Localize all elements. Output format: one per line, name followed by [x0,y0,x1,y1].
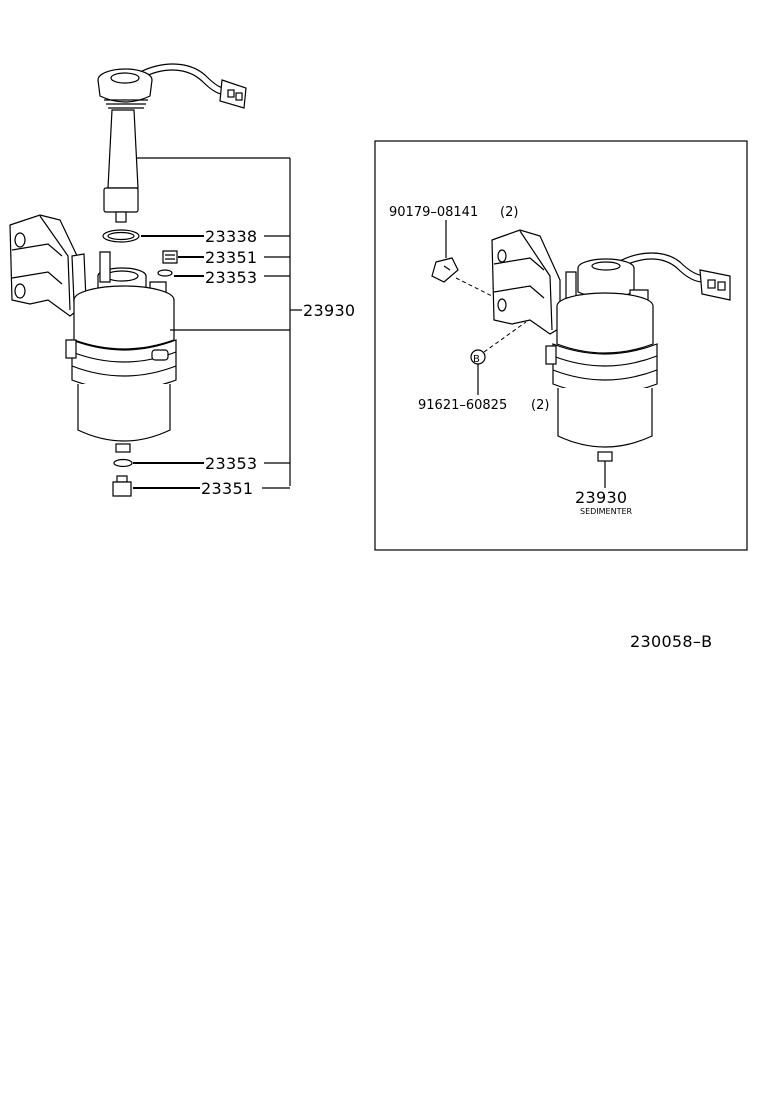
diagram-id-label: 230058–B [630,632,712,651]
inset-filter-drawing [545,252,731,488]
bolt-part-label: 90179–08141 [389,205,478,220]
bolt-dashed-path [455,277,501,301]
inset-frame [374,140,748,551]
part-label-23353-bottom: 23353 [205,454,257,473]
oring-drawing [102,229,140,243]
inset-assembly-note: SEDIMENTER [580,507,633,516]
nut-dashed-path [483,321,527,353]
nut-drawing: B [470,349,486,395]
bracket-drawing [9,214,87,317]
nut-qty-label: (2) [531,398,549,413]
main-exploded-view: 23338 23351 23353 23930 23353 23351 [9,63,355,498]
main-leader-lines [133,157,302,489]
part-label-23351-bottom: 23351 [201,479,253,498]
sensor-connector-drawing [97,63,247,223]
nut-part-label: 91621–60825 [418,398,507,413]
nut-marker: B [473,354,480,365]
part-label-23351-top: 23351 [205,248,257,267]
plug-bottom-drawing [112,475,132,497]
bolt-qty-label: (2) [500,205,518,220]
part-label-23353-top: 23353 [205,268,257,287]
inset-bracket-drawing [491,229,561,335]
gasket-top-drawing [157,269,173,277]
filter-body-drawing [65,251,177,453]
part-label-23338: 23338 [205,227,257,246]
inset-assembly-label: 23930 [575,488,627,507]
plug-top-drawing [162,250,178,264]
inset-view: B [374,140,748,551]
part-label-23930-main: 23930 [303,301,355,320]
gasket-bottom-drawing [113,458,133,468]
bolt-drawing [431,220,459,283]
